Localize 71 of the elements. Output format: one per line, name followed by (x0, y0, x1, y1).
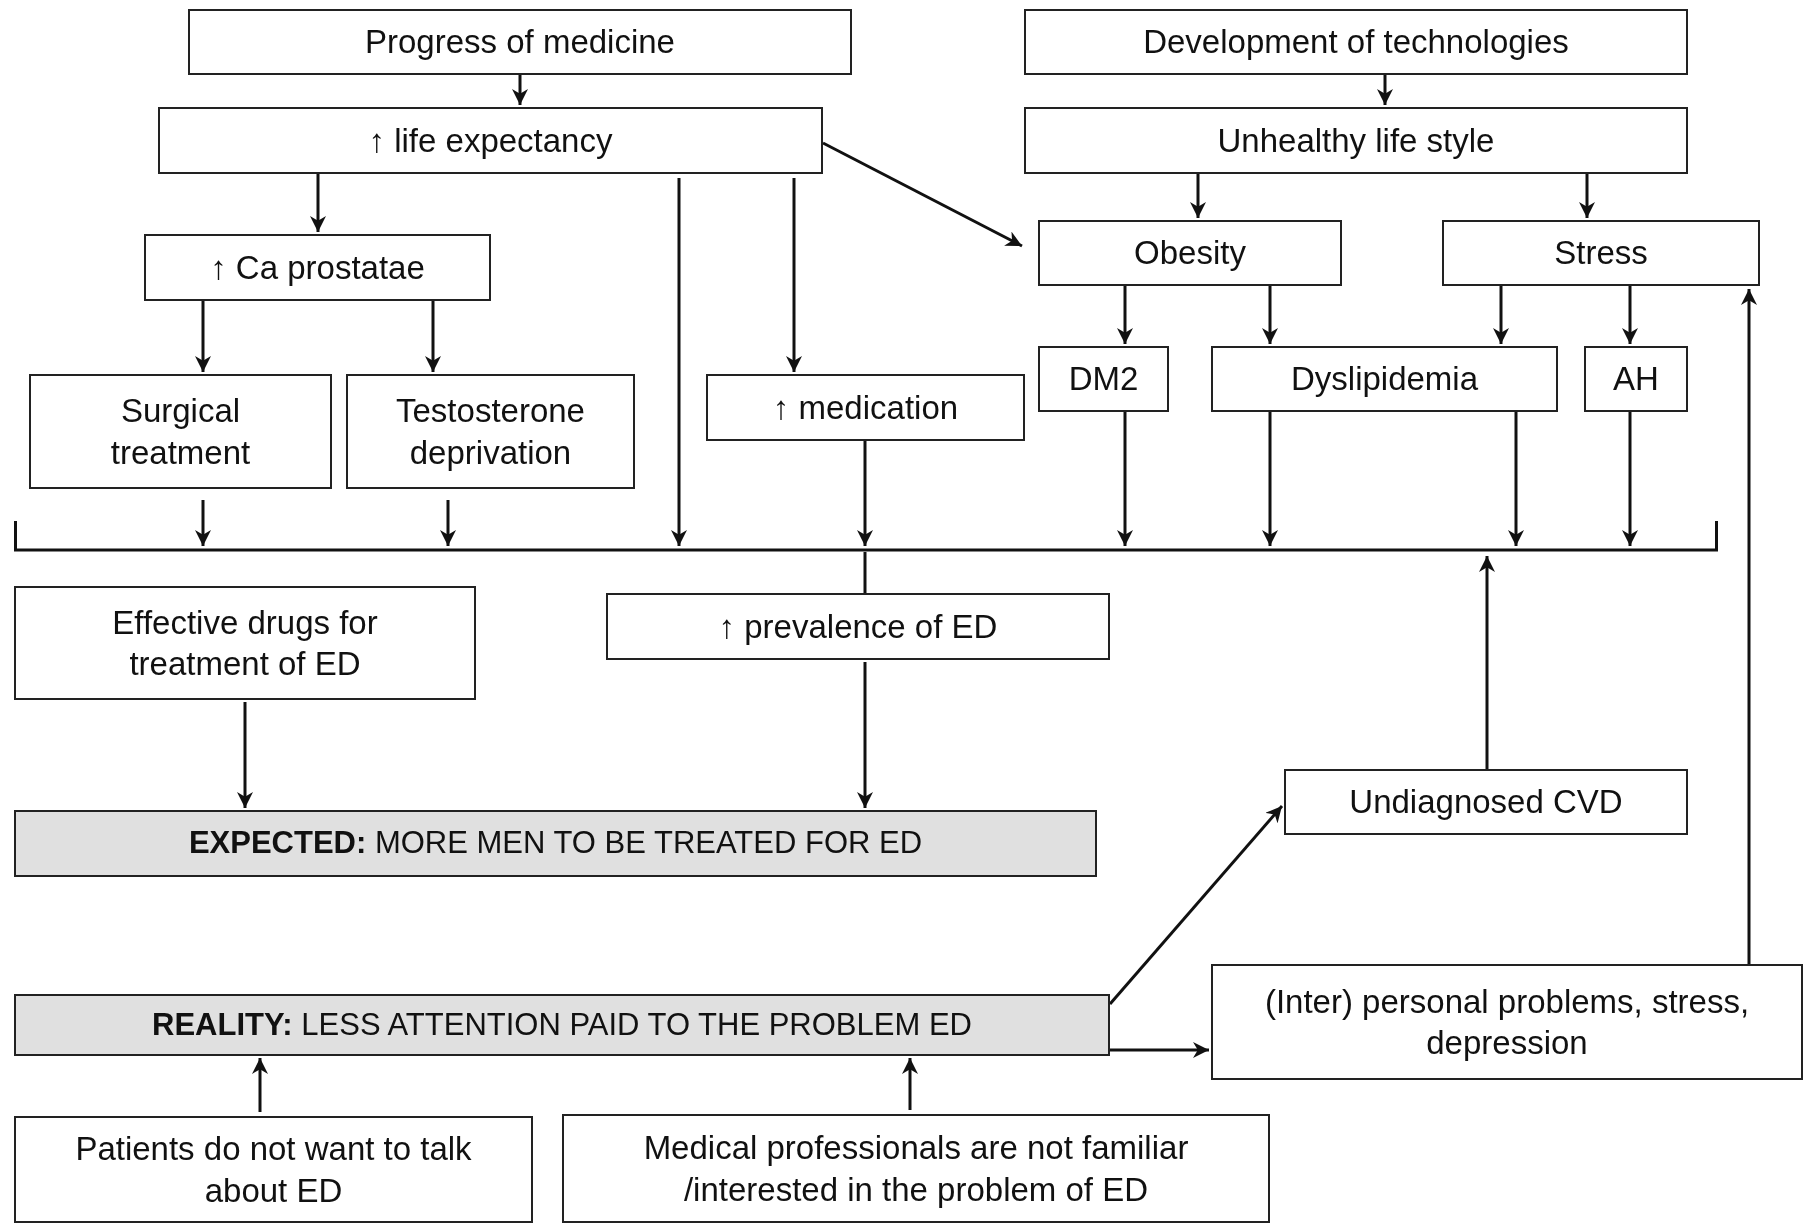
arrow (1110, 1042, 1209, 1058)
process-box (29, 374, 332, 489)
process-box (346, 374, 635, 489)
arrow (440, 500, 456, 546)
arrow (1622, 286, 1638, 344)
process-box (1284, 769, 1688, 835)
arrow (425, 301, 441, 372)
process-box (1038, 220, 1342, 286)
arrow (195, 500, 211, 546)
node-label: Stress (1553, 233, 1649, 274)
arrow (1117, 286, 1133, 344)
arrow (902, 1058, 918, 1110)
arrow (1479, 556, 1495, 769)
arrow (252, 1058, 268, 1112)
arrow (1622, 412, 1638, 546)
process-box (14, 586, 476, 700)
node-label: Dyslipidemia (1289, 359, 1480, 400)
node-label: Effective drugs for treatment of ED (111, 602, 379, 684)
arrow (195, 301, 211, 372)
process-box (1442, 220, 1760, 286)
node-label: ↑ prevalence of ED (717, 606, 999, 647)
process-box (1211, 964, 1803, 1080)
process-box (1024, 107, 1688, 174)
arrow (310, 174, 326, 232)
node-label: DM2 (1067, 359, 1140, 400)
arrow (1377, 75, 1393, 105)
arrow (1741, 289, 1757, 964)
node-label: Unhealthy life style (1216, 120, 1496, 161)
process-box (1024, 9, 1688, 75)
arrow (512, 75, 528, 105)
highlight-box (14, 810, 1097, 877)
arrow (857, 662, 873, 808)
node-label: (Inter) personal problems, stress, depression (1263, 981, 1751, 1063)
process-box (1584, 346, 1688, 412)
node-label: Undiagnosed CVD (1348, 782, 1624, 823)
node-label: Progress of medicine (364, 22, 676, 63)
node-label: Patients do not want to talk about ED (74, 1129, 473, 1211)
process-box (158, 107, 823, 174)
arrow (1262, 286, 1278, 344)
arrow (671, 178, 687, 546)
node-label: AH (1612, 359, 1660, 400)
node-label: Medical professionals are not familiar /interested in the problem of ED (642, 1128, 1190, 1210)
arrow (822, 141, 1023, 248)
highlight-box (14, 994, 1110, 1056)
arrow (1493, 286, 1509, 344)
arrow (786, 178, 802, 372)
process-box (144, 234, 491, 301)
process-box (706, 374, 1025, 441)
process-box (14, 1116, 533, 1223)
arrow (1190, 174, 1206, 218)
arrow (1579, 174, 1595, 218)
node-label: Obesity (1133, 233, 1247, 274)
process-box (188, 9, 852, 75)
node-label: ↑ Ca prostatae (209, 247, 426, 288)
arrow (1508, 412, 1524, 546)
node-label: EXPECTED: MORE MEN TO BE TREATED FOR ED (187, 824, 924, 863)
process-box (606, 593, 1110, 660)
arrow (237, 702, 253, 808)
process-box (1211, 346, 1558, 412)
node-label: REALITY: LESS ATTENTION PAID TO THE PROBLEM ED (151, 1005, 973, 1044)
node-label: Development of technologies (1142, 22, 1570, 63)
node-label: Surgical treatment (109, 391, 252, 473)
arrow (1262, 412, 1278, 546)
arrow (1117, 412, 1133, 546)
process-box (1038, 346, 1169, 412)
process-box (562, 1114, 1270, 1223)
node-label: Testosterone deprivation (395, 391, 586, 473)
bracket-bar (14, 519, 1718, 553)
node-label: ↑ life expectancy (367, 120, 614, 161)
node-label: ↑ medication (771, 387, 960, 428)
arrow (857, 441, 873, 546)
